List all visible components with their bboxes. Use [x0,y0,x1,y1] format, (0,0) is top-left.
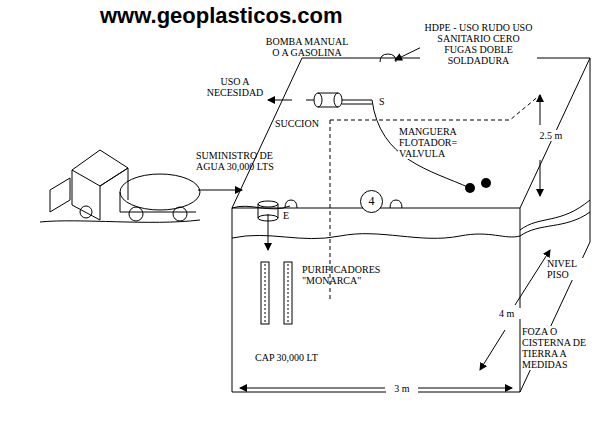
part-label: BOMBA MANUAL O A GASOLINA [262,36,352,58]
part-label: USO A NECESIDAD [205,76,265,98]
part-label: 3 m [386,383,418,394]
part-label: SUMINISTRO DE AGUA 30,000 LTS [196,150,286,172]
callout-circle: 4 [360,190,383,213]
part-label: SUCCION [275,118,335,129]
site-title: www.geoplasticos.com [100,4,342,28]
part-label: NIVEL PISO [546,258,592,280]
part-label: PURIFICADORES "MONARCA" [302,264,442,286]
part-label: CAP 30,000 LT [255,352,375,363]
part-label: 2.5 m [530,130,572,141]
callout-number: 4 [369,194,375,209]
part-label: HDPE - USO RUDO USO SANITARIO CERO FUGAS… [420,22,537,66]
part-label: 4 m [498,308,530,319]
part-label: S [378,96,392,107]
part-label: FOZA O CISTERNA DE TIERRA A MEDIDAS [521,326,593,370]
part-label: E [282,210,298,221]
part-label: MANGUERA FLOTADOR= VALVULA [398,126,500,159]
